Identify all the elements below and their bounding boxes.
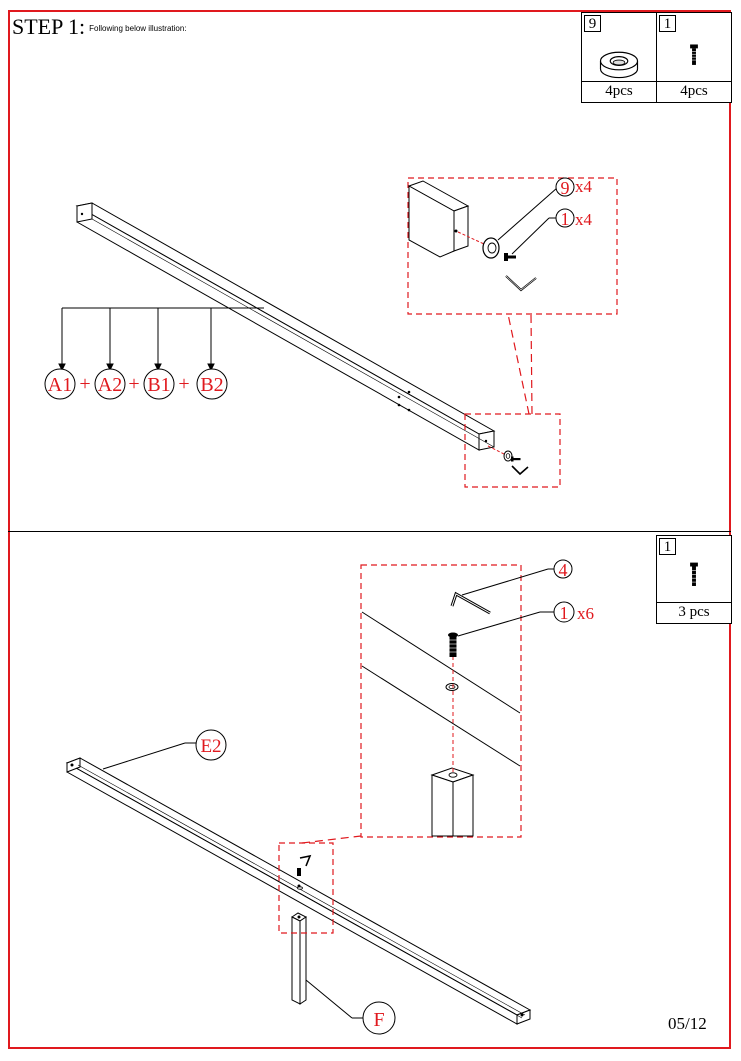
part-quantity: 4pcs: [582, 81, 656, 102]
detail-box-small-2: [278, 842, 334, 934]
rail-label-a1: A1: [48, 374, 72, 396]
page-number: 05/12: [668, 1014, 707, 1033]
plus-sign: +: [128, 373, 139, 395]
callout-allen-key-number: 4: [559, 560, 568, 580]
part-number: 1: [659, 538, 676, 555]
callout-allen-key: 4: [461, 559, 573, 596]
detail-box-small: [464, 413, 561, 488]
leg-hardware: [297, 854, 312, 890]
detail-leader: [530, 313, 533, 415]
part-quantity: 3 pcs: [657, 602, 731, 623]
callout-bolt-count: x6: [577, 604, 594, 623]
leg-f: [291, 912, 307, 1005]
part-box-bolt: 1 4pcs: [656, 12, 732, 103]
callout-bolt-number: 1: [560, 603, 569, 623]
rail-holes: [80, 212, 488, 443]
callout-bolt: 1 x4: [511, 208, 593, 255]
callout-washer: 9 x4: [497, 177, 593, 241]
step-instruction: Following below illustration:: [89, 24, 187, 34]
bolt-icon: [657, 558, 731, 612]
detail-leader: [507, 313, 530, 415]
callout-leg-f: F: [305, 979, 396, 1035]
part-number: 1: [659, 15, 676, 32]
page-frame: [8, 10, 731, 1049]
rail-labels: A1 + A2 + B1 + B2: [44, 368, 228, 400]
bolt-icon: [657, 35, 731, 89]
detail-leader: [301, 835, 362, 844]
callout-bolt-count: x4: [575, 210, 593, 229]
callout-washer-count: x4: [575, 177, 593, 196]
detail-box-large: [407, 177, 618, 315]
callout-leg-f-label: F: [373, 1009, 384, 1031]
long-rail: [75, 202, 496, 451]
rail-label-bracket: [58, 307, 264, 372]
callout-rail-e2-label: E2: [200, 736, 221, 757]
step-title: STEP 1:Following below illustration:: [12, 14, 187, 40]
rail-label-b2: B2: [200, 374, 223, 396]
callout-bolt-2: 1 x6: [457, 601, 594, 637]
part-quantity: 4pcs: [657, 81, 731, 102]
rail-label-b1: B1: [147, 374, 170, 396]
plus-sign: +: [79, 373, 90, 395]
step-heading: STEP 1:: [12, 14, 86, 39]
rail-label-a2: A2: [98, 374, 122, 396]
part-box-bolt-lower: 1 3 pcs: [656, 535, 732, 624]
callout-bolt-number: 1: [561, 209, 570, 229]
washer-icon: [582, 35, 656, 89]
part-box-washer: 9 4pcs: [581, 12, 657, 103]
section-divider: [8, 531, 731, 532]
plus-sign: +: [178, 373, 189, 395]
callout-washer-number: 9: [561, 178, 570, 198]
part-number: 9: [584, 15, 601, 32]
detail-box-large-2: [360, 564, 522, 838]
callout-rail-e2: E2: [102, 729, 227, 770]
